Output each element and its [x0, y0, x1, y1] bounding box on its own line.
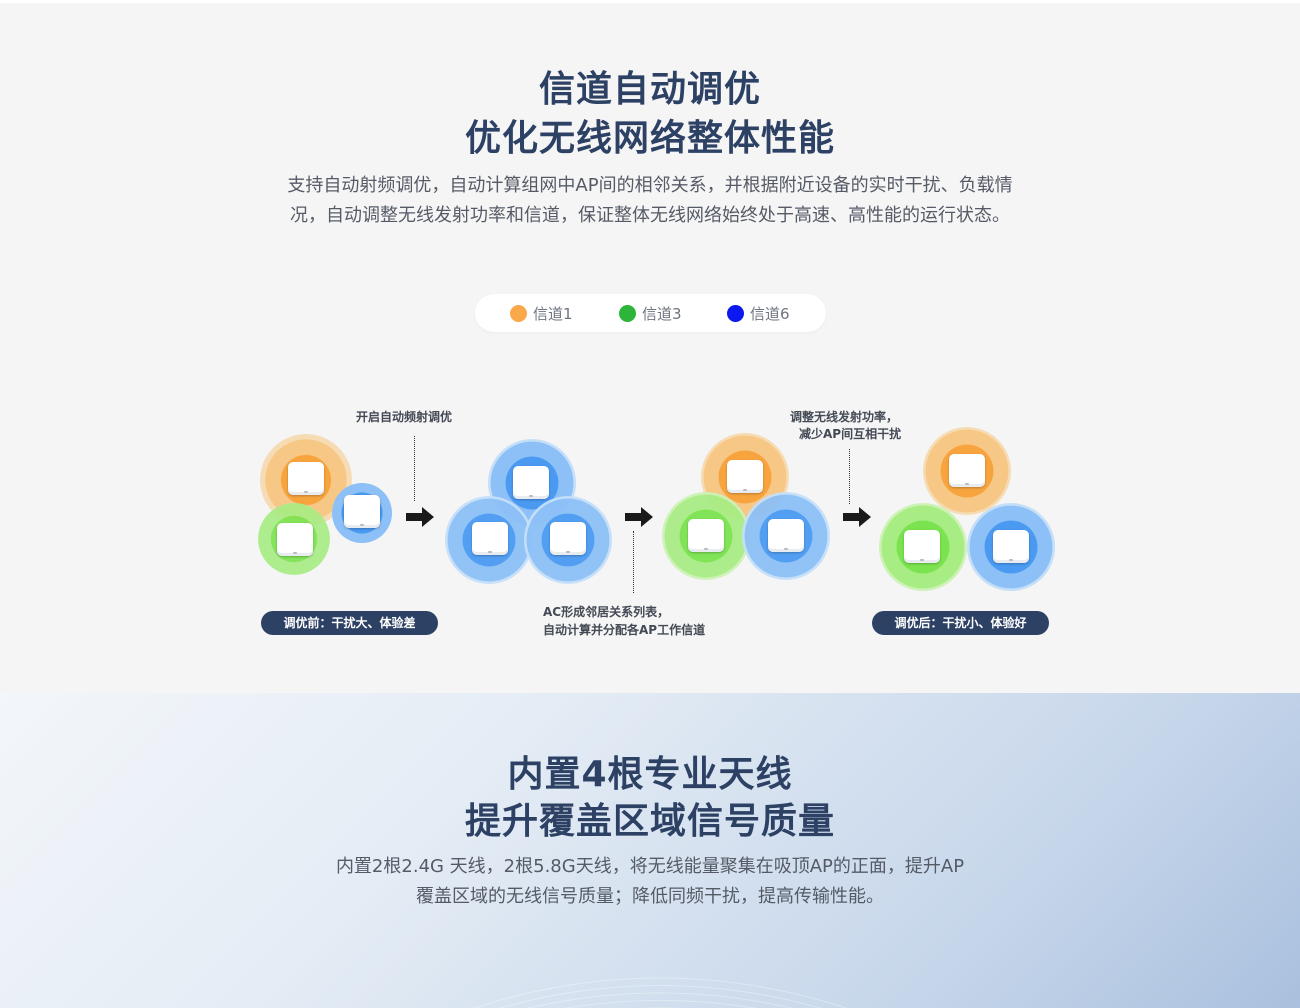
step2-note-line1: AC形成邻居关系列表， — [543, 605, 670, 619]
legend-label: 信道6 — [750, 304, 790, 323]
step1-connector — [414, 436, 415, 501]
signal-waves-decoration — [472, 977, 848, 1008]
section-title-line1: 信道自动调优 — [538, 69, 761, 110]
access-point-icon — [472, 522, 508, 555]
step3-note-line1: 调整无线发射功率， — [790, 410, 899, 424]
access-point-icon — [904, 530, 940, 563]
blue-dot-icon — [727, 304, 744, 322]
section-title-line1: 内置4根专业天线 — [507, 754, 793, 795]
access-point-icon — [288, 462, 324, 495]
step3-note-line2: 减少AP间互相干扰 — [799, 427, 902, 441]
green-dot-icon — [619, 304, 636, 322]
step3-connector — [849, 449, 850, 504]
right-arrow-icon — [843, 507, 871, 527]
right-arrow-icon — [625, 507, 653, 527]
section-desc-line2: 覆盖区域的无线信号质量；降低同频干扰，提高传输性能。 — [416, 886, 884, 907]
access-point-icon — [688, 519, 724, 552]
access-point-icon — [513, 466, 549, 499]
section-title-line2: 提升覆盖区域信号质量 — [464, 801, 835, 842]
section-title-line2: 优化无线网络整体性能 — [464, 118, 835, 159]
step2-connector — [633, 531, 634, 593]
access-point-icon — [727, 460, 763, 493]
legend-label: 信道1 — [533, 304, 573, 323]
legend-label: 信道3 — [642, 304, 682, 323]
legend-item-channel1: 信道1 — [510, 294, 573, 332]
antenna-section: 内置4根专业天线 提升覆盖区域信号质量 内置2根2.4G 天线，2根5.8G天线… — [0, 693, 1300, 1008]
access-point-icon — [277, 523, 313, 556]
channel-legend: 信道1 信道3 信道6 — [475, 294, 826, 332]
section-desc-line2: 况，自动调整无线发射功率和信道，保证整体无线网络始终处于高速、高性能的运行状态。 — [290, 205, 1010, 226]
section-desc-line1: 内置2根2.4G 天线，2根5.8G天线，将无线能量聚集在吸顶AP的正面，提升A… — [335, 856, 965, 877]
tuning-diagram: 开启自动频射调优 AC形成邻居关系列表， 自动计算并分配各AP工作信道 调整无线… — [250, 403, 1070, 653]
before-label: 调优前：干扰大、体验差 — [261, 611, 438, 635]
step2-note-line2: 自动计算并分配各AP工作信道 — [543, 623, 706, 637]
legend-item-channel6: 信道6 — [727, 294, 790, 332]
access-point-icon — [344, 495, 380, 528]
right-arrow-icon — [406, 507, 434, 527]
section-desc-line1: 支持自动射频调优，自动计算组网中AP间的相邻关系，并根据附近设备的实时干扰、负载… — [287, 175, 1013, 196]
channel-tuning-section: 信道自动调优 优化无线网络整体性能 支持自动射频调优，自动计算组网中AP间的相邻… — [250, 69, 1070, 653]
access-point-icon — [949, 454, 985, 487]
access-point-icon — [768, 519, 804, 552]
access-point-icon — [993, 530, 1029, 563]
step1-note: 开启自动频射调优 — [356, 410, 453, 424]
after-label: 调优后：干扰小、体验好 — [872, 611, 1049, 635]
legend-item-channel3: 信道3 — [619, 294, 682, 332]
orange-dot-icon — [510, 304, 527, 322]
access-point-icon — [550, 522, 586, 555]
